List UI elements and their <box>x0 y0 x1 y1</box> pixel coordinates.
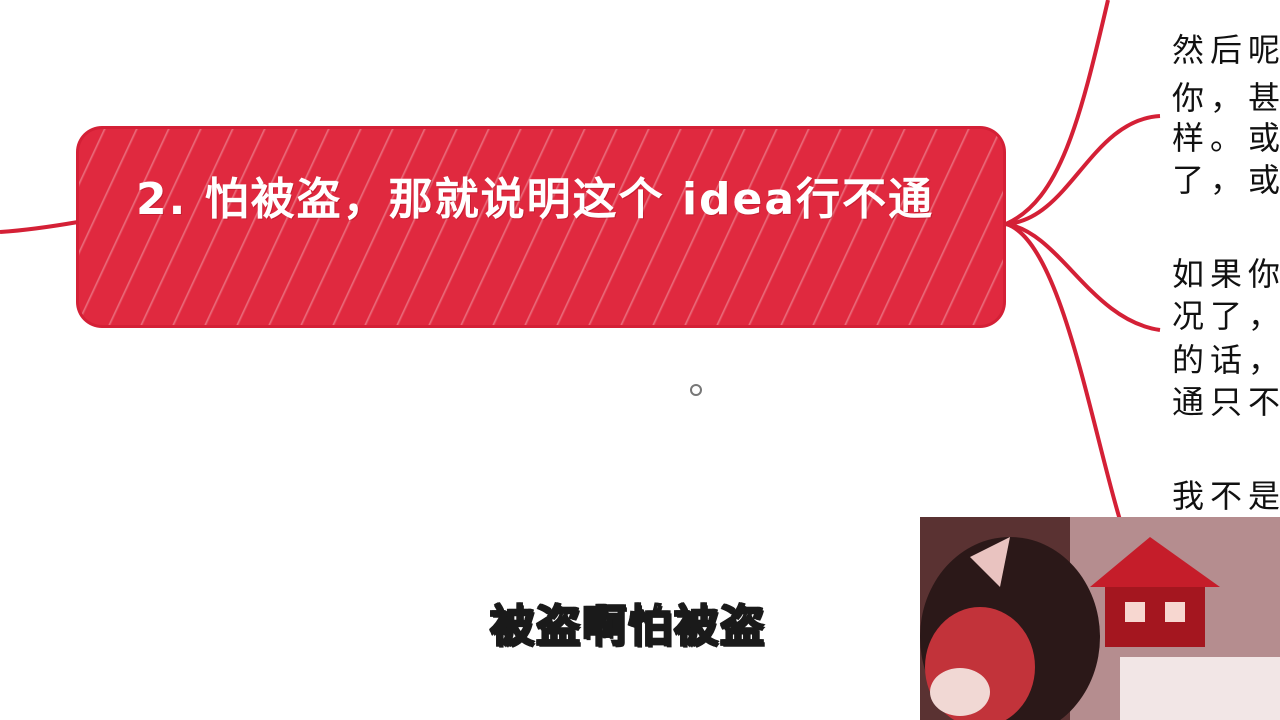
webcam-video-thumbnail <box>920 517 1280 720</box>
note-line-5: 如果你 <box>1172 255 1280 293</box>
note-line-2: 你，甚 <box>1172 79 1280 117</box>
mindmap-node-title: 2. 怕被盗，那就说明这个 idea行不通 <box>136 174 935 225</box>
note-line-1: 然后呢 <box>1172 31 1280 69</box>
branch-top <box>1005 0 1110 226</box>
note-line-3: 样。或 <box>1172 119 1280 157</box>
cursor-icon <box>690 384 702 396</box>
mindmap-node[interactable] <box>76 126 1006 328</box>
note-line-8: 通只不 <box>1172 383 1280 421</box>
branch-upper <box>1005 114 1161 226</box>
note-line-9: 我不是 <box>1172 477 1280 515</box>
note-line-7: 的话， <box>1172 341 1280 379</box>
incoming-branch <box>0 220 79 234</box>
branch-middle <box>1005 222 1161 332</box>
subtitle-caption: 被盗啊怕被盗 <box>489 600 766 653</box>
branch-lower <box>1005 222 1122 521</box>
webcam-overlay <box>920 517 1280 720</box>
note-line-4: 了，或 <box>1172 161 1280 199</box>
note-line-6: 况了， <box>1172 297 1280 335</box>
